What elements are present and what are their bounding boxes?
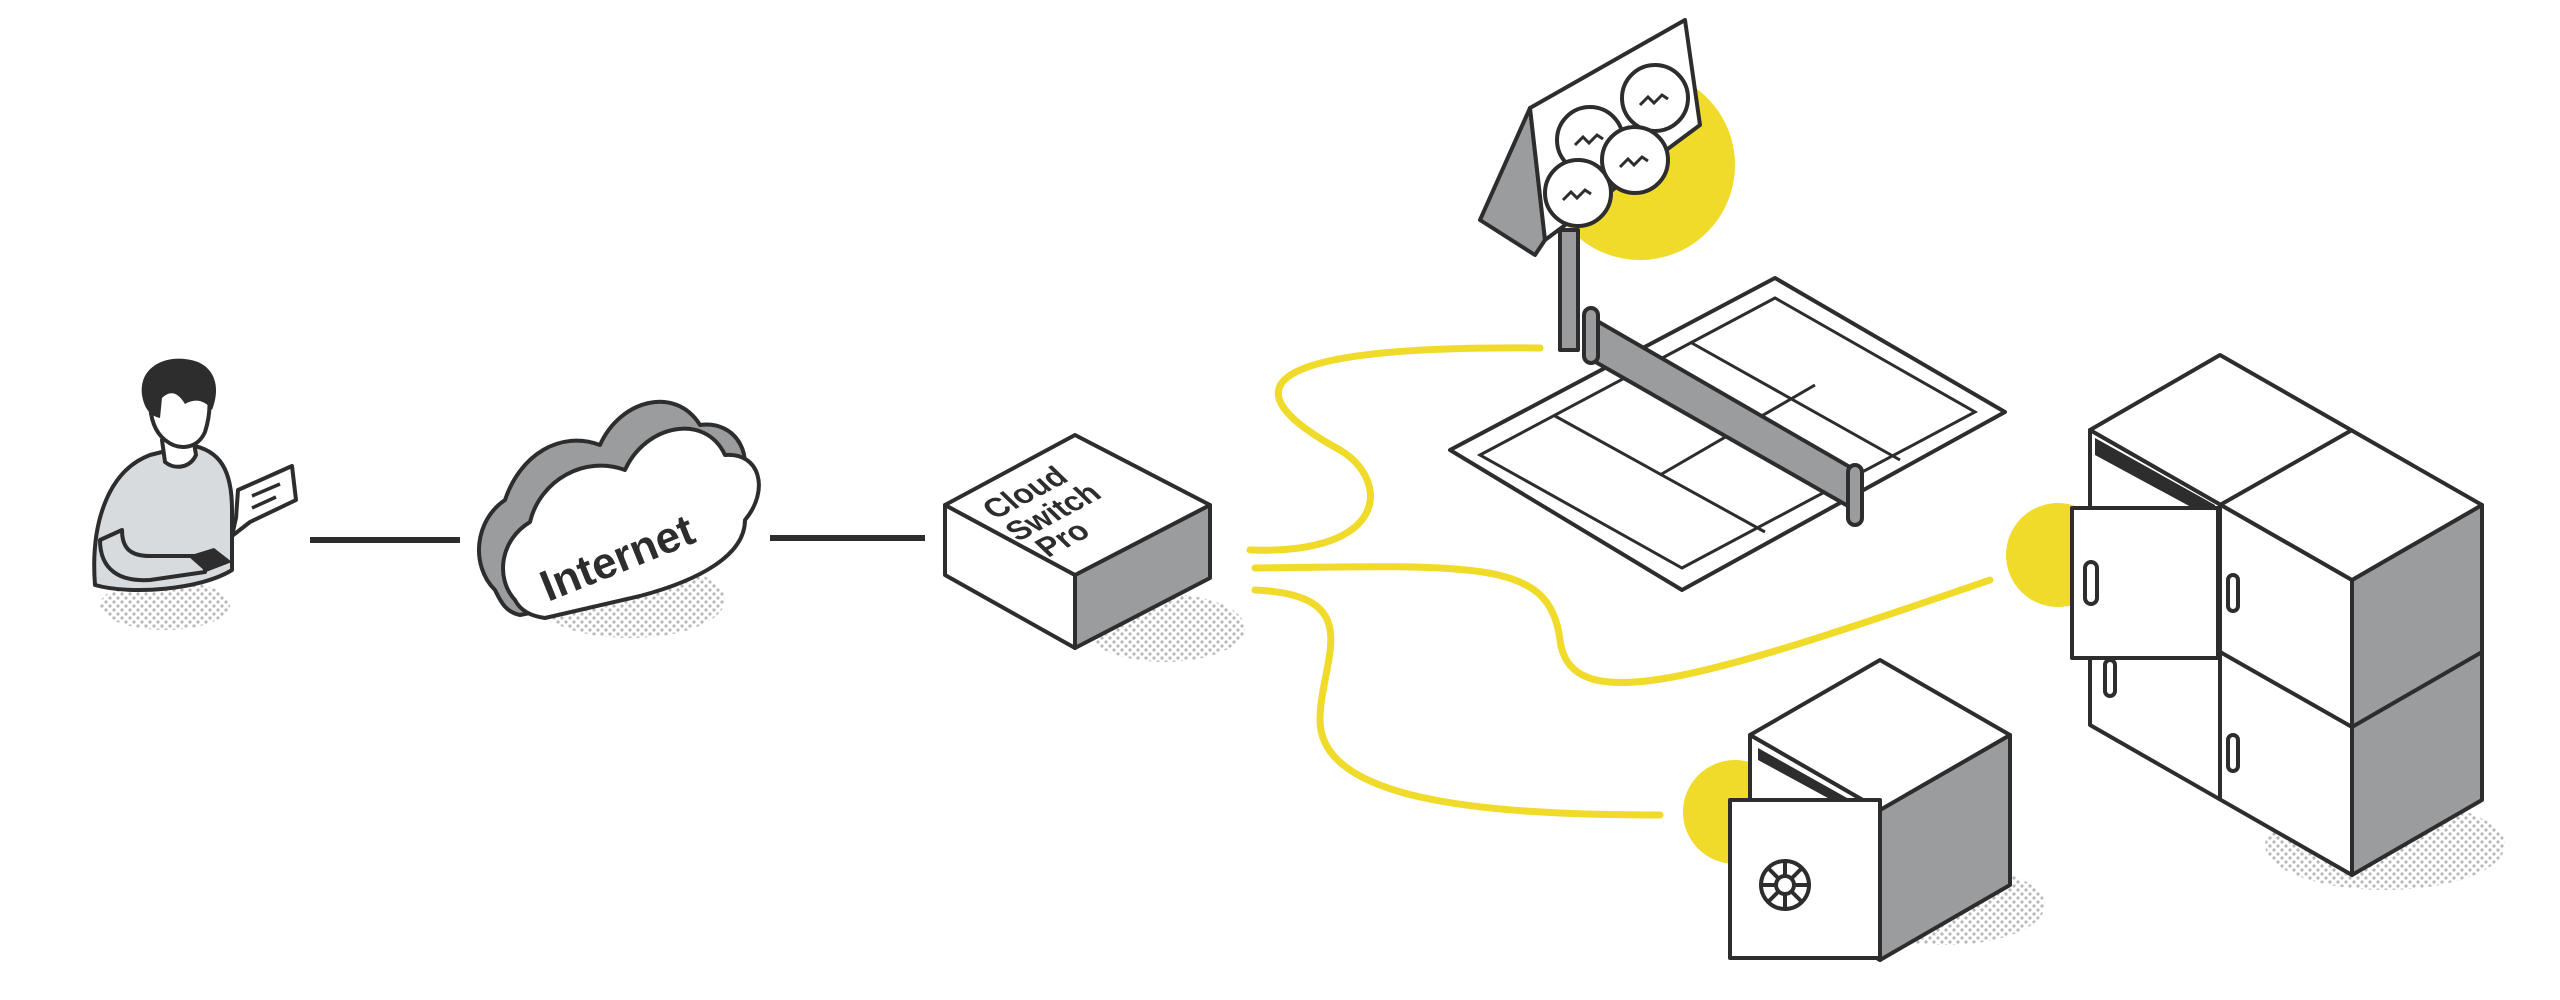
cable-to-safe bbox=[1251, 586, 1664, 819]
locker-icon bbox=[2006, 353, 2505, 890]
switch-box-icon: Cloud Switch Pro bbox=[943, 433, 1245, 662]
tennis-court-icon bbox=[1448, 276, 2007, 592]
cloud-icon: Internet bbox=[477, 399, 761, 638]
cable-to-lockers bbox=[1251, 563, 1994, 686]
safe-icon bbox=[1683, 658, 2045, 962]
cable-to-court bbox=[1246, 344, 1544, 554]
connection-lines bbox=[310, 535, 925, 543]
person-with-phone-icon bbox=[92, 358, 298, 630]
safe-dial-icon bbox=[1759, 859, 1811, 911]
floodlight-icon bbox=[1478, 18, 1735, 352]
yellow-cables bbox=[1246, 344, 1994, 819]
